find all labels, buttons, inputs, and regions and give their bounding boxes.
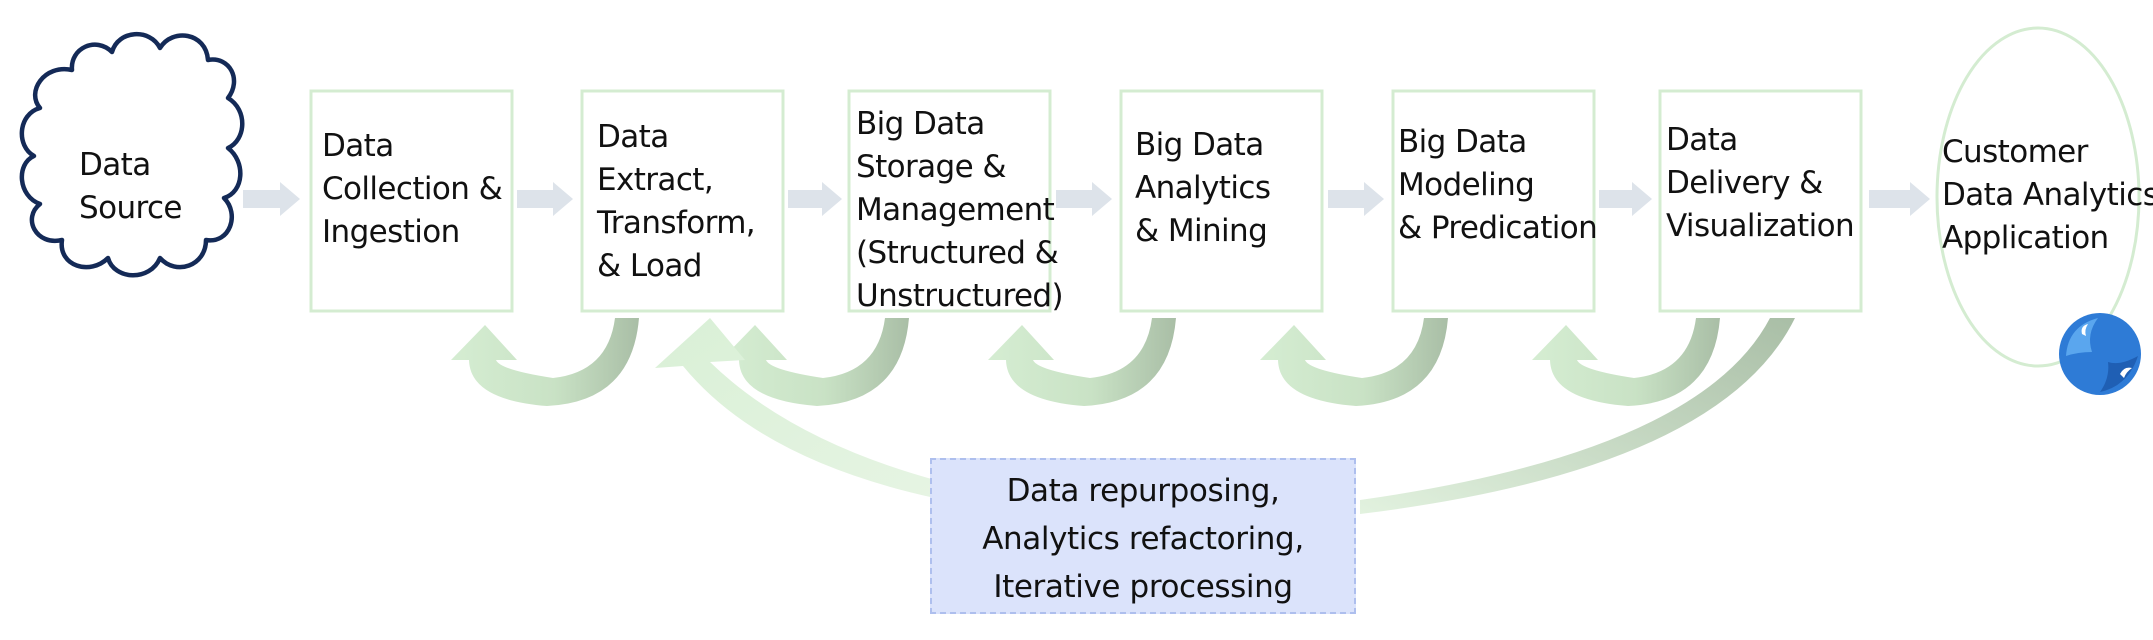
stage-delivery-line-3: Visualization	[1666, 208, 1855, 244]
stage-etl-line-2: Extract,	[597, 162, 714, 198]
blue-sphere-icon	[2059, 313, 2141, 395]
data-source-line-1: Data	[79, 147, 151, 183]
stage-storage-line-4: (Structured &	[856, 235, 1059, 271]
stage-etl-line-4: & Load	[597, 248, 702, 284]
arrow-collection-to-etl	[517, 182, 573, 216]
stage-box-delivery	[1658, 89, 1863, 313]
stage-collection-label: Data Collection & Ingestion	[322, 125, 503, 254]
stage-storage-line-2: Storage &	[856, 149, 1007, 185]
loop-modeling-to-analytics	[1260, 318, 1448, 406]
stage-box-analytics	[1119, 89, 1324, 313]
data-source-cloud	[19, 31, 245, 278]
customer-application-ellipse	[1935, 26, 2141, 368]
stage-delivery-line-1: Data	[1666, 122, 1738, 158]
stage-collection-line-2: Collection &	[322, 171, 503, 207]
forward-arrows	[243, 182, 1930, 216]
data-source-label: Data Source	[79, 144, 182, 230]
customer-application-label: Customer Data Analytics Application	[1942, 131, 2153, 260]
repurposing-label: Data repurposing, Analytics refactoring,…	[930, 467, 1356, 611]
stage-analytics-label: Big Data Analytics & Mining	[1135, 124, 1271, 253]
stage-collection-line-1: Data	[322, 128, 394, 164]
customer-application-line-2: Data Analytics	[1942, 177, 2153, 213]
customer-application-line-3: Application	[1942, 220, 2109, 256]
feedback-loops	[451, 318, 1720, 406]
big-loop-right-arm	[1360, 318, 1795, 514]
stage-modeling-line-3: & Predication	[1398, 210, 1598, 246]
stage-storage-line-3: Management	[856, 192, 1055, 228]
stage-box-collection	[309, 89, 514, 313]
customer-application-line-1: Customer	[1942, 134, 2088, 170]
arrow-source-to-collection	[243, 182, 300, 216]
stage-storage-line-5: Unstructured)	[856, 278, 1064, 314]
arrow-delivery-to-target	[1869, 182, 1930, 216]
repurposing-box	[930, 458, 1356, 614]
data-source-line-2: Source	[79, 190, 182, 226]
big-loop-left-arrow	[655, 318, 935, 498]
stage-modeling-label: Big Data Modeling & Predication	[1398, 121, 1598, 250]
stage-modeling-line-1: Big Data	[1398, 124, 1527, 160]
arrow-analytics-to-modeling	[1328, 182, 1384, 216]
arrow-etl-to-storage	[788, 182, 842, 216]
loop-analytics-to-storage	[988, 318, 1176, 406]
stage-modeling-line-2: Modeling	[1398, 167, 1535, 203]
arrow-modeling-to-delivery	[1599, 182, 1652, 216]
stage-analytics-line-3: & Mining	[1135, 213, 1268, 249]
stage-analytics-line-1: Big Data	[1135, 127, 1264, 163]
stage-box-etl	[580, 89, 785, 313]
loop-etl-to-collection	[451, 318, 639, 406]
stage-etl-line-3: Transform,	[597, 205, 756, 241]
stage-delivery-label: Data Delivery & Visualization	[1666, 119, 1855, 248]
stage-delivery-line-2: Delivery &	[1666, 165, 1823, 201]
arrow-storage-to-analytics	[1056, 182, 1112, 216]
repurposing-line-2: Analytics refactoring,	[982, 521, 1304, 557]
repurposing-line-1: Data repurposing,	[1006, 473, 1280, 509]
loop-storage-to-etl	[721, 318, 909, 406]
stage-box-storage	[847, 89, 1052, 313]
stage-etl-line-1: Data	[597, 119, 669, 155]
stage-etl-label: Data Extract, Transform, & Load	[597, 116, 756, 288]
stage-box-modeling	[1391, 89, 1596, 313]
stage-analytics-line-2: Analytics	[1135, 170, 1271, 206]
stage-collection-line-3: Ingestion	[322, 214, 460, 250]
stage-storage-label: Big Data Storage & Management (Structure…	[856, 103, 1064, 318]
repurposing-line-3: Iterative processing	[993, 569, 1293, 605]
loop-delivery-to-modeling	[1532, 318, 1720, 406]
stage-storage-line-1: Big Data	[856, 106, 985, 142]
